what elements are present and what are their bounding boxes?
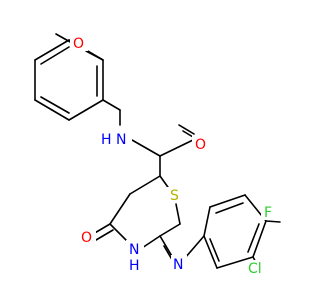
fluorine-label: F (264, 205, 272, 221)
amide-nitrogen-label: N (116, 132, 126, 148)
amide-hydrogen-label: H (101, 132, 112, 148)
molecule-canvas: O N H O S N H O N F Cl (34, 33, 281, 277)
ring-hydrogen-label: H (129, 258, 140, 274)
imine-nitrogen-label: N (173, 257, 183, 273)
thiazinane-ring (109, 175, 181, 249)
molecule-structure: O N H O S N H O N F Cl (34, 33, 281, 277)
amide-oxygen-label: O (195, 137, 206, 153)
atom-labels: O N H O S N H O N F Cl (70, 33, 275, 277)
methoxyphenyl-ring (34, 39, 104, 121)
chlorine-label: Cl (248, 261, 262, 277)
methoxy-oxygen-label: O (73, 36, 84, 52)
chlorofluorophenyl-ring (203, 194, 281, 269)
ring-nitrogen-label: N (129, 242, 139, 258)
ring-oxygen-label: O (81, 230, 92, 246)
sulfur-label: S (170, 188, 179, 204)
amide-bonds (102, 99, 199, 177)
